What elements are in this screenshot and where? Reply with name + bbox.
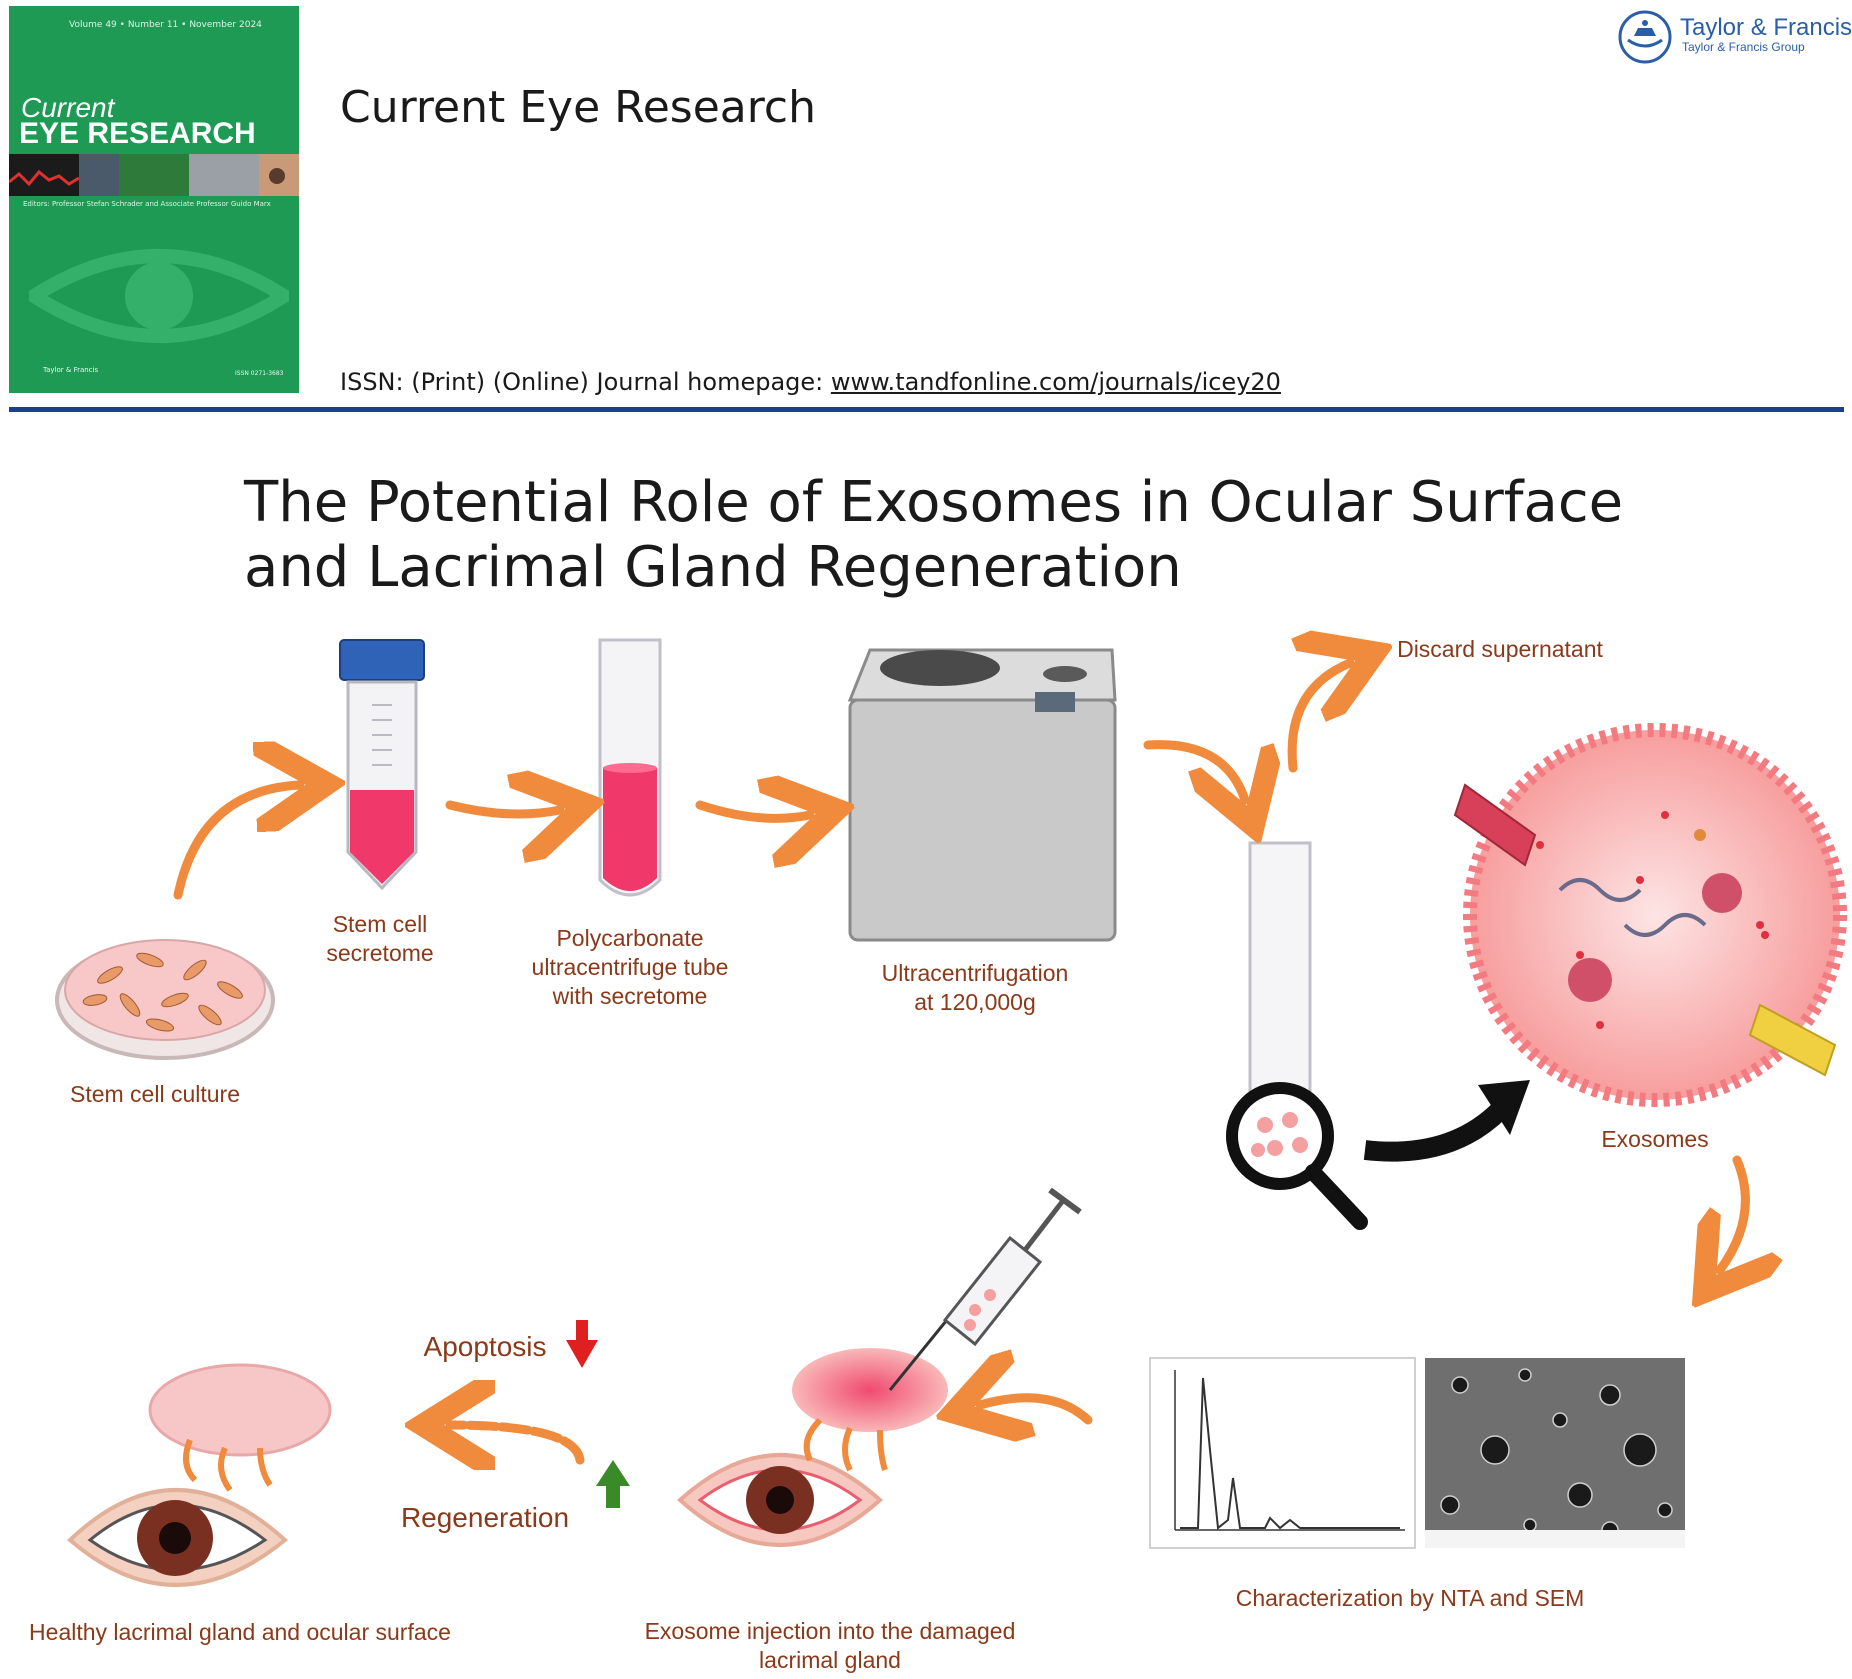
journal-cover: Volume 49 • Number 11 • November 2024 Cu… <box>9 6 299 393</box>
arrow-magnify-to-exosome <box>1363 1102 1508 1162</box>
figure-title-line1: The Potential Role of Exosomes in Ocular… <box>244 470 1624 535</box>
issn-line: ISSN: (Print) (Online) Journal homepage:… <box>340 368 1281 396</box>
label-stem-cell-culture: Stem cell culture <box>69 1081 240 1107</box>
issn-prefix: ISSN: (Print) (Online) Journal homepage: <box>340 368 831 396</box>
ultracentrifuge-icon <box>847 648 1117 942</box>
label-injection-line2: lacrimal gland <box>759 1647 901 1673</box>
journal-homepage-link[interactable]: www.tandfonline.com/journals/icey20 <box>830 368 1281 396</box>
label-tube-line2: ultracentrifuge tube <box>531 954 729 980</box>
label-healthy-gland: Healthy lacrimal gland and ocular surfac… <box>29 1619 451 1645</box>
header-divider <box>9 407 1844 412</box>
cover-eye-graphic <box>29 249 289 343</box>
arrow-tube-to-centrifuge <box>695 805 810 818</box>
publisher-brand: Taylor & Francis <box>1680 14 1852 41</box>
polycarbonate-tube-icon <box>598 638 662 897</box>
cover-issue-line: Volume 49 • Number 11 • November 2024 <box>69 20 262 30</box>
up-arrow-icon <box>596 1460 630 1508</box>
label-exosomes: Exosomes <box>1601 1126 1709 1152</box>
nta-chart-image <box>1149 1357 1416 1549</box>
arrow-culture-to-secretome <box>173 785 300 900</box>
cover-title-eye-research: EYE RESEARCH <box>19 117 256 150</box>
workflow-arrows <box>173 663 1745 1460</box>
cover-title-current: Current <box>21 92 115 123</box>
arrow-secretome-to-tube <box>445 805 560 814</box>
label-ultracentrifugation-line2: at 120,000g <box>914 989 1036 1015</box>
label-injection-line1: Exosome injection into the damaged <box>644 1618 1016 1644</box>
arrow-characterization-to-injection <box>980 1398 1093 1420</box>
cover-issn: ISSN 0271-3683 <box>235 370 284 377</box>
conical-tube-icon <box>339 639 425 891</box>
label-ultracentrifugation-line1: Ultracentrifugation <box>881 960 1069 986</box>
taylor-francis-logo-icon <box>1618 10 1672 64</box>
arrow-exosome-to-characterization <box>1720 1155 1745 1270</box>
syringe-icon <box>888 1187 1082 1391</box>
arrow-injection-to-healthy <box>450 1425 585 1460</box>
down-arrow-icon <box>566 1320 598 1368</box>
arrow-discard <box>1287 663 1350 773</box>
cover-editors: Editors: Professor Stefan Schrader and A… <box>23 200 271 208</box>
label-characterization: Characterization by NTA and SEM <box>1235 1585 1585 1611</box>
cover-image-strip <box>9 154 299 196</box>
arrow-magnify-to-exosome-head <box>1478 1080 1530 1135</box>
journal-title: Current Eye Research <box>340 82 816 133</box>
exosome-vesicle-icon <box>1453 723 1847 1107</box>
arrow-centrifuge-to-tube <box>1143 740 1245 800</box>
sem-image <box>1425 1358 1685 1548</box>
label-secretome-line2: secretome <box>326 940 434 966</box>
label-regeneration: Regeneration <box>400 1502 570 1533</box>
petri-dish-icon <box>55 939 275 1060</box>
label-secretome-line1: Stem cell <box>332 911 428 937</box>
figure-title-line2: and Lacrimal Gland Regeneration <box>244 535 1182 600</box>
cover-publisher: Taylor & Francis <box>43 366 99 374</box>
healthy-eye-gland-icon <box>67 1363 332 1587</box>
publisher-group: Taylor & Francis Group <box>1682 40 1805 54</box>
cover-strip-art <box>9 154 299 196</box>
damaged-eye-gland-icon <box>677 1348 948 1547</box>
test-tube-magnifier-icon <box>1226 841 1368 1230</box>
label-tube-line3: with secretome <box>552 983 708 1009</box>
label-discard-supernatant: Discard supernatant <box>1397 636 1603 662</box>
label-apoptosis: Apoptosis <box>423 1331 547 1362</box>
label-tube-line1: Polycarbonate <box>556 925 704 951</box>
